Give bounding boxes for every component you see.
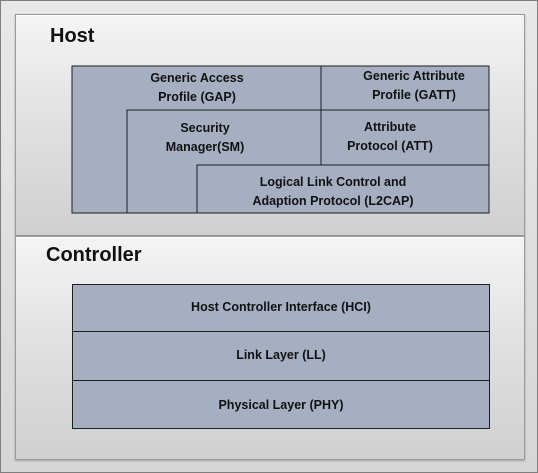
- hci-label: Host Controller Interface (HCI): [191, 300, 371, 314]
- gatt-block: [320, 65, 490, 111]
- l2cap-block: [196, 164, 490, 214]
- l2cap-label-line1: Logical Link Control and: [259, 175, 407, 189]
- gatt-label: Generic Attribute Profile (GATT): [335, 67, 493, 105]
- gatt-label-line2: Profile (GATT): [372, 88, 456, 102]
- att-label: Attribute Protocol (ATT): [335, 118, 445, 156]
- l2cap-label: Logical Link Control and Adaption Protoc…: [238, 173, 428, 211]
- l2cap-label-line2: Adaption Protocol (L2CAP): [252, 194, 414, 208]
- att-label-line1: Attribute: [363, 120, 417, 134]
- gap-label: Generic Access Profile (GAP): [127, 69, 267, 107]
- ll-layer: [72, 331, 490, 381]
- gap-label-line1: Generic Access: [150, 71, 244, 85]
- hci-layer: [72, 284, 490, 332]
- att-label-line2: Protocol (ATT): [347, 139, 433, 153]
- sm-label-line2: Manager(SM): [165, 140, 245, 154]
- phy-layer: [72, 380, 490, 429]
- sm-label-line1: Security: [180, 121, 230, 135]
- controller-title: Controller: [46, 244, 142, 266]
- host-title: Host: [50, 25, 95, 47]
- phy-label: Physical Layer (PHY): [218, 398, 344, 412]
- ll-label: Link Layer (LL): [236, 348, 326, 362]
- gap-label-line2: Profile (GAP): [158, 90, 236, 104]
- sm-label: Security Manager(SM): [150, 119, 260, 157]
- gatt-label-line1: Generic Attribute: [363, 69, 465, 83]
